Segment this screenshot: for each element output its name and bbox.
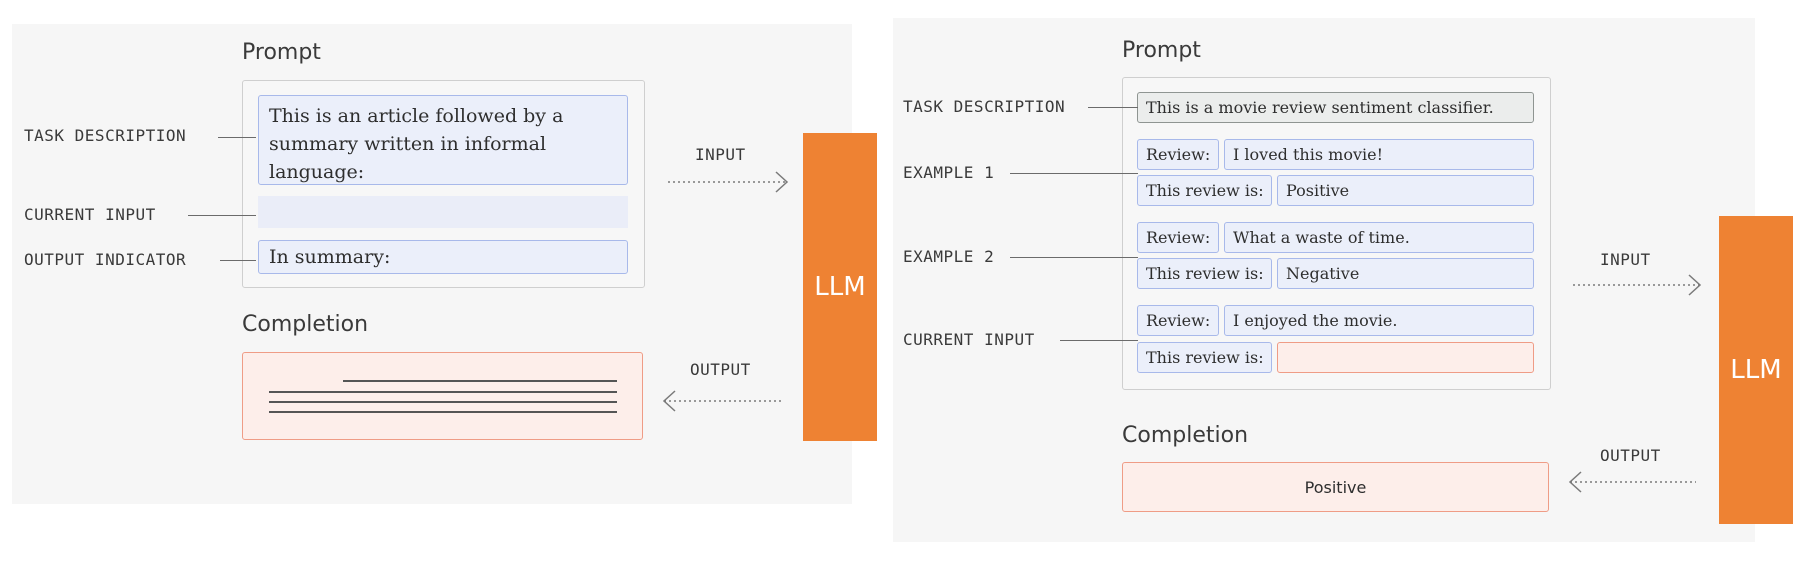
completion-text-line	[343, 380, 617, 382]
output-label: OUTPUT	[690, 360, 751, 379]
current-input-connector	[188, 215, 256, 216]
completion-title: Completion	[242, 312, 369, 337]
example2-result: Negative	[1277, 258, 1534, 289]
example1-review-key: Review:	[1137, 139, 1219, 170]
current-review-key: Review:	[1137, 305, 1219, 336]
task-description-box: This is a movie review sentiment classif…	[1137, 92, 1534, 123]
input-label: INPUT	[695, 145, 746, 164]
completion-title: Completion	[1122, 423, 1249, 448]
current-result-key: This review is:	[1137, 342, 1272, 373]
completion-text-line	[269, 401, 617, 403]
example2-result-key: This review is:	[1137, 258, 1272, 289]
task-description-connector	[1088, 107, 1138, 108]
output-arrow	[1568, 471, 1696, 493]
completion-text-line	[269, 411, 617, 413]
example2-review-text: What a waste of time.	[1224, 222, 1534, 253]
example1-result: Positive	[1277, 175, 1534, 206]
output-arrow	[662, 390, 782, 412]
completion-box	[242, 352, 643, 440]
example2-review-key: Review:	[1137, 222, 1219, 253]
task-description-label: TASK DESCRIPTION	[24, 126, 187, 145]
input-arrow	[668, 171, 789, 193]
llm-block: LLM	[803, 133, 877, 441]
current-input-label: CURRENT INPUT	[24, 205, 156, 224]
llm-block: LLM	[1719, 216, 1793, 524]
task-description-box: This is an article followed by a summary…	[258, 95, 628, 185]
example2-label: EXAMPLE 2	[903, 247, 995, 266]
completion-box: Positive	[1122, 462, 1549, 512]
example2-connector	[1010, 257, 1138, 258]
output-indicator-connector	[220, 260, 256, 261]
current-result-empty	[1277, 342, 1534, 373]
output-indicator-box: In summary:	[258, 240, 628, 274]
current-input-box	[258, 196, 628, 228]
prompt-title: Prompt	[1122, 38, 1201, 63]
current-input-connector	[1060, 340, 1138, 341]
input-arrow	[1573, 274, 1702, 296]
prompt-title: Prompt	[242, 40, 321, 65]
example1-connector	[1010, 173, 1138, 174]
example1-label: EXAMPLE 1	[903, 163, 995, 182]
example1-review-text: I loved this movie!	[1224, 139, 1534, 170]
example1-result-key: This review is:	[1137, 175, 1272, 206]
current-input-label: CURRENT INPUT	[903, 330, 1035, 349]
output-label: OUTPUT	[1600, 446, 1661, 465]
task-description-connector	[218, 137, 256, 138]
completion-text: Positive	[1304, 477, 1367, 497]
current-review-text: I enjoyed the movie.	[1224, 305, 1534, 336]
output-indicator-label: OUTPUT INDICATOR	[24, 250, 187, 269]
input-label: INPUT	[1600, 250, 1651, 269]
task-description-label: TASK DESCRIPTION	[903, 97, 1066, 116]
completion-text-line	[269, 391, 617, 393]
